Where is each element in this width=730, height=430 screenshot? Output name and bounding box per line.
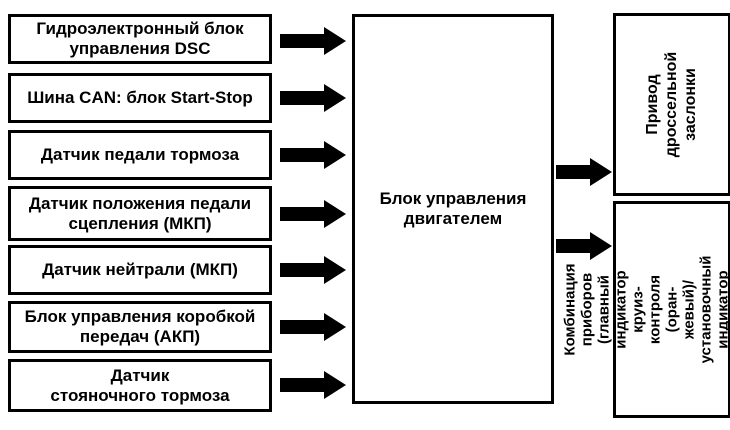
- output-box-instrument-cluster: Комбинация приборов (главный индикатор к…: [562, 201, 730, 418]
- input-label-parking-brake-sensor: Датчик стояночного тормоза: [50, 365, 230, 405]
- input-label-dsc: Гидроэлектронный блок управления DSC: [36, 19, 244, 58]
- arrow-output-instrument-cluster: [556, 232, 612, 260]
- output-label-instrument-cluster: Комбинация приборов (главный индикатор к…: [561, 255, 730, 364]
- arrow-input-can-start-stop: [280, 84, 346, 112]
- arrow-input-dsc: [280, 27, 346, 55]
- output-label-throttle-actuator: Привод дроссельной заслонки: [644, 51, 700, 158]
- output-box-throttle-actuator: Привод дроссельной заслонки: [613, 13, 730, 196]
- input-box-transmission-control: Блок управления коробкой передач (АКП): [8, 301, 272, 353]
- input-box-clutch-pedal-sensor: Датчик положения педали сцепления (МКП): [8, 186, 272, 241]
- engine-control-unit-label: Блок управления двигателем: [379, 189, 527, 228]
- engine-control-unit-box: Блок управления двигателем: [352, 14, 554, 404]
- arrow-input-neutral-sensor: [280, 256, 346, 284]
- input-box-parking-brake-sensor: Датчик стояночного тормоза: [8, 359, 272, 412]
- arrow-input-transmission-control: [280, 313, 346, 341]
- arrow-input-brake-pedal-sensor: [280, 141, 346, 169]
- input-label-neutral-sensor: Датчик нейтрали (МКП): [42, 260, 238, 279]
- input-label-brake-pedal-sensor: Датчик педали тормоза: [40, 145, 240, 164]
- input-label-can-start-stop: Шина CAN: блок Start-Stop: [27, 88, 253, 107]
- input-label-clutch-pedal-sensor: Датчик положения педали сцепления (МКП): [28, 193, 252, 233]
- arrow-input-parking-brake-sensor: [280, 371, 346, 399]
- input-box-brake-pedal-sensor: Датчик педали тормоза: [8, 130, 272, 180]
- input-box-neutral-sensor: Датчик нейтрали (МКП): [8, 245, 272, 295]
- input-box-can-start-stop: Шина CAN: блок Start-Stop: [8, 73, 272, 123]
- input-label-transmission-control: Блок управления коробкой передач (АКП): [24, 307, 256, 346]
- input-box-dsc: Гидроэлектронный блок управления DSC: [8, 14, 272, 64]
- arrow-output-throttle: [556, 158, 612, 186]
- arrow-input-clutch-pedal-sensor: [280, 200, 346, 228]
